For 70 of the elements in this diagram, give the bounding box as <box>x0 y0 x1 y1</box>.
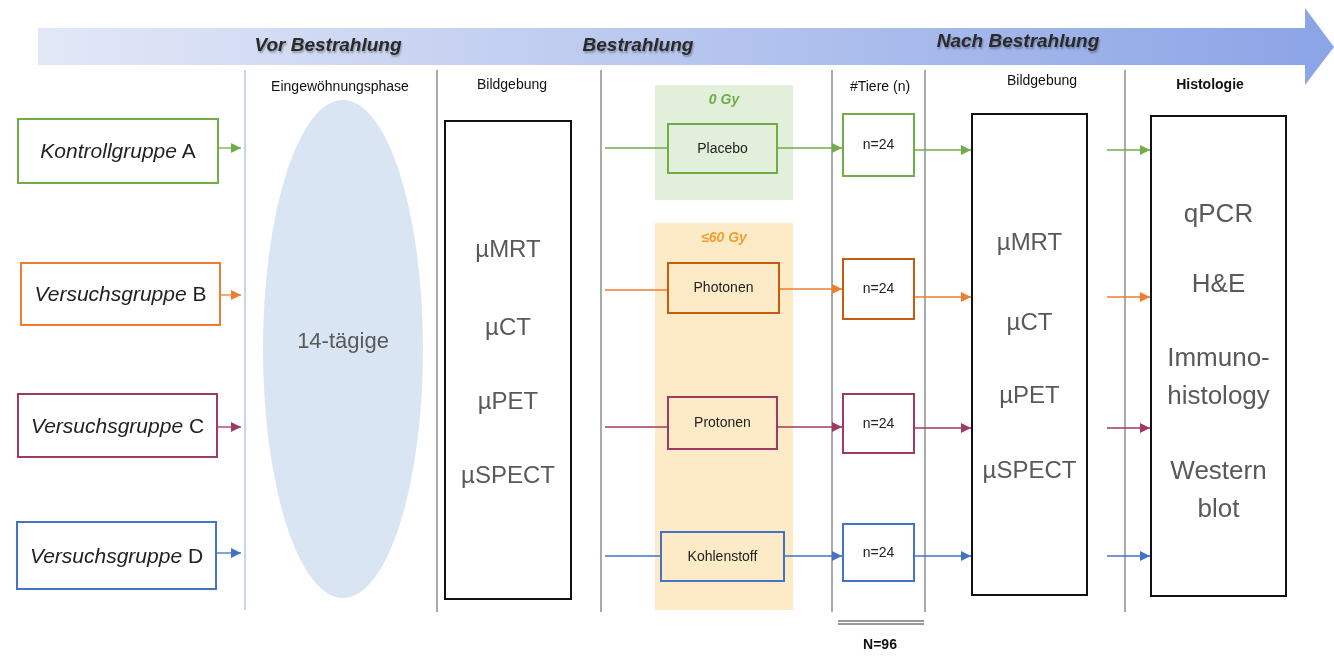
column-header: Bildgebung <box>476 76 548 92</box>
imaging-box <box>971 113 1088 596</box>
method-label: qPCR <box>1182 197 1255 230</box>
method-label: H&E <box>1190 267 1247 300</box>
column-header: Histologie <box>1176 76 1244 92</box>
dose-band <box>655 85 793 200</box>
column-header: N=96 <box>863 636 897 652</box>
group-label: Versuchsgruppe B <box>33 282 208 306</box>
step-box <box>842 523 915 582</box>
group-box <box>17 393 218 458</box>
arrow <box>914 551 972 561</box>
step-label: n=24 <box>861 543 896 560</box>
step-label: n=24 <box>861 136 896 152</box>
step-box <box>667 262 780 314</box>
step-box <box>667 123 778 174</box>
phase-label: Nach Bestrahlung <box>936 30 1100 52</box>
step-label: Kohlenstoff <box>686 547 759 564</box>
arrow <box>914 292 972 302</box>
imaging-box <box>444 120 572 600</box>
group-box <box>20 262 221 326</box>
step-box <box>660 531 785 582</box>
method-label: Immuno- histology <box>1166 341 1271 412</box>
arrow <box>784 551 843 561</box>
arrow <box>777 422 843 432</box>
step-box <box>667 396 778 450</box>
arrow <box>777 143 843 153</box>
column-header: Bildgebung <box>1006 72 1078 88</box>
method-label: µSPECT <box>460 460 556 490</box>
step-box <box>842 258 915 320</box>
arrow <box>218 143 242 153</box>
arrow <box>216 548 242 558</box>
arrow <box>1106 423 1151 433</box>
arrow <box>220 290 242 300</box>
phase-label: Bestrahlung <box>582 34 694 56</box>
step-label: Placebo <box>696 139 749 156</box>
group-label: Versuchsgruppe C <box>29 413 206 438</box>
method-label: Western blot <box>1169 454 1268 525</box>
method-label: µCT <box>1005 307 1054 337</box>
method-label: µSPECT <box>981 455 1078 485</box>
dose-label: ≤60 Gy <box>700 229 748 245</box>
group-label: Versuchsgruppe D <box>28 543 205 568</box>
ellipse-shape <box>263 100 423 598</box>
arrow <box>1106 551 1151 561</box>
arrow <box>1106 292 1151 302</box>
method-label: µMRT <box>995 227 1064 257</box>
phase-duration: 14-tägige <box>296 328 390 354</box>
group-box <box>16 521 217 590</box>
group-label: Kontrollgruppe A <box>39 139 197 163</box>
arrow <box>914 145 972 155</box>
arrow <box>914 423 972 433</box>
arrow <box>1106 145 1151 155</box>
step-box <box>842 393 915 454</box>
step-box <box>842 113 915 177</box>
dose-band <box>655 223 793 610</box>
column-header: Eingewöhnungsphase <box>271 78 409 94</box>
arrow <box>779 284 843 294</box>
step-label: Protonen <box>693 414 752 430</box>
step-label: n=24 <box>861 414 896 431</box>
method-label: µMRT <box>474 234 542 264</box>
analysis-box <box>1150 115 1287 597</box>
phase-label: Vor Bestrahlung <box>254 34 402 56</box>
group-box <box>17 118 219 184</box>
step-label: n=24 <box>861 280 896 296</box>
method-label: µPET <box>998 380 1061 410</box>
arrow <box>217 422 242 432</box>
column-header: #Tiere (n) <box>849 78 911 94</box>
method-label: µPET <box>476 386 540 416</box>
method-label: µCT <box>484 312 532 342</box>
step-label: Photonen <box>692 279 755 295</box>
dose-label: 0 Gy <box>707 91 741 107</box>
